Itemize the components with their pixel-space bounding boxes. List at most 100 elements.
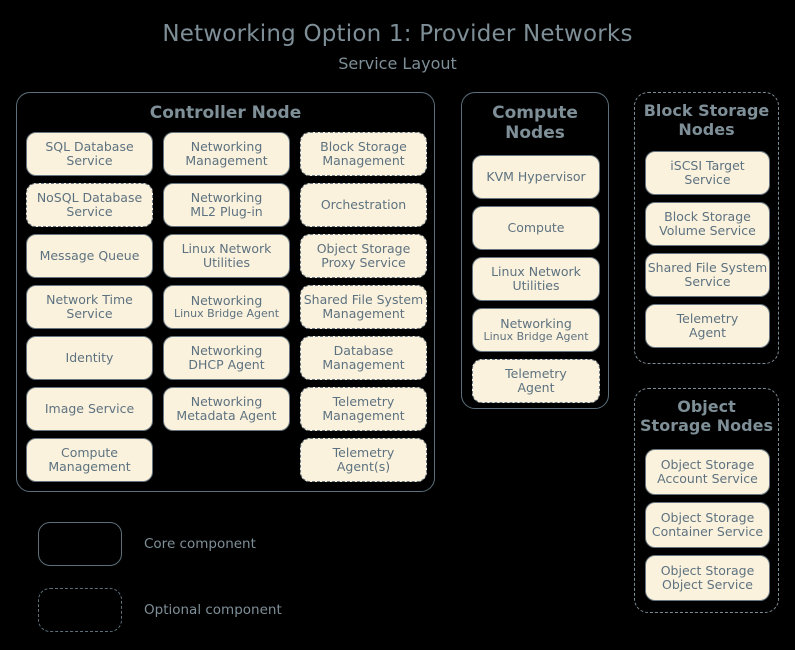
controller-service-chip-line1: SQL Database — [45, 138, 134, 154]
controller-service-chip-line1: Object Storage — [316, 240, 411, 256]
block-storage-service-chip-line1: iSCSI Target — [670, 157, 745, 173]
compute-service-chip[interactable]: Compute — [472, 206, 600, 250]
controller-service-chip-line2: DHCP Agent — [188, 357, 265, 372]
controller-service-chip-line2: Management — [185, 153, 268, 168]
controller-service-chip-line1: Linux Network — [181, 240, 272, 256]
controller-service-chip-line1: Networking — [190, 393, 263, 409]
controller-service-chip-line1: Orchestration — [320, 196, 407, 212]
controller-service-chip-line2: Service — [66, 306, 113, 321]
controller-service-chip-line1: Image Service — [44, 400, 135, 416]
object-storage-nodes-title: Object Storage Nodes — [635, 397, 778, 436]
compute-service-chip-line2: Agent — [517, 380, 555, 395]
controller-service-chip-line1: Telemetry — [332, 393, 395, 409]
object-storage-service-chip-line1: Object Storage — [660, 509, 755, 525]
controller-service-chip-line2: Service — [66, 204, 113, 219]
controller-service-chip-line1: Shared File System — [303, 291, 424, 307]
block-storage-nodes-title-line2: Nodes — [678, 119, 735, 139]
controller-service-chip-line2: Management — [322, 306, 405, 321]
compute-nodes-title-line1: Compute — [492, 103, 578, 123]
controller-service-chip-line1: Networking — [190, 189, 263, 205]
controller-node-title: Controller Node — [149, 103, 302, 123]
compute-service-chip-line1: Compute — [507, 219, 565, 235]
controller-service-chip-line1: Networking — [190, 292, 263, 308]
block-storage-service-chip-line2: Service — [684, 274, 731, 289]
controller-service-chip-line2: Proxy Service — [321, 255, 406, 270]
legend-swatch-core — [38, 522, 122, 566]
block-storage-service-chip-line2: Service — [684, 172, 731, 187]
compute-service-chip[interactable]: KVM Hypervisor — [472, 155, 600, 199]
controller-service-chip-line2: ML2 Plug-in — [190, 204, 263, 219]
legend-swatch-optional — [38, 588, 122, 632]
controller-service-chip-line2: Linux Bridge Agent — [173, 306, 280, 320]
compute-service-chip-line2: Utilities — [512, 278, 560, 293]
controller-service-chip-line1: Identity — [65, 349, 114, 365]
controller-service-chip-line2: Utilities — [202, 255, 251, 270]
object-storage-service-chip-line2: Container Service — [651, 524, 764, 539]
page-title: Networking Option 1: Provider Networks — [162, 21, 633, 47]
legend: Core component Optional component — [38, 518, 282, 650]
controller-service-chip[interactable]: Message Queue — [26, 234, 153, 278]
controller-service-chip-line1: Networking — [190, 138, 263, 154]
compute-service-chip-line2: Linux Bridge Agent — [483, 329, 589, 343]
block-storage-service-chip-line1: Telemetry — [676, 310, 739, 326]
controller-service-chip-line2: Management — [322, 408, 405, 423]
controller-service-chip[interactable]: Image Service — [26, 387, 153, 431]
controller-service-chip-line1: Message Queue — [39, 247, 140, 263]
block-storage-service-chip-line1: Block Storage — [664, 208, 751, 224]
controller-service-chip-line2: Management — [48, 459, 131, 474]
legend-label-optional: Optional component — [144, 602, 282, 618]
compute-nodes-title-line2: Nodes — [505, 123, 565, 144]
controller-service-chip-line2: Metadata Agent — [176, 408, 277, 423]
controller-service-chip[interactable]: Orchestration — [300, 183, 427, 227]
legend-row-optional: Optional component — [38, 584, 282, 636]
controller-service-chip-line2: Service — [66, 153, 113, 168]
controller-service-chip[interactable]: Identity — [26, 336, 153, 380]
controller-service-chip-line2: Management — [322, 357, 405, 372]
block-storage-service-chip-line2: Volume Service — [659, 223, 756, 238]
controller-service-chip-line2: Agent(s) — [336, 459, 391, 474]
legend-row-core: Core component — [38, 518, 282, 570]
controller-service-chip-line1: Telemetry — [332, 444, 395, 460]
object-storage-service-chip-line2: Account Service — [657, 471, 758, 486]
object-storage-service-chip-line1: Object Storage — [660, 562, 755, 578]
block-storage-nodes-title: Block Storage Nodes — [635, 101, 778, 140]
compute-nodes-title: Compute Nodes — [462, 103, 608, 143]
compute-service-chip-line1: Networking — [500, 315, 572, 331]
block-storage-nodes-title-line1: Block Storage — [643, 101, 770, 120]
object-storage-nodes-title-line2: Storage Nodes — [640, 415, 773, 435]
